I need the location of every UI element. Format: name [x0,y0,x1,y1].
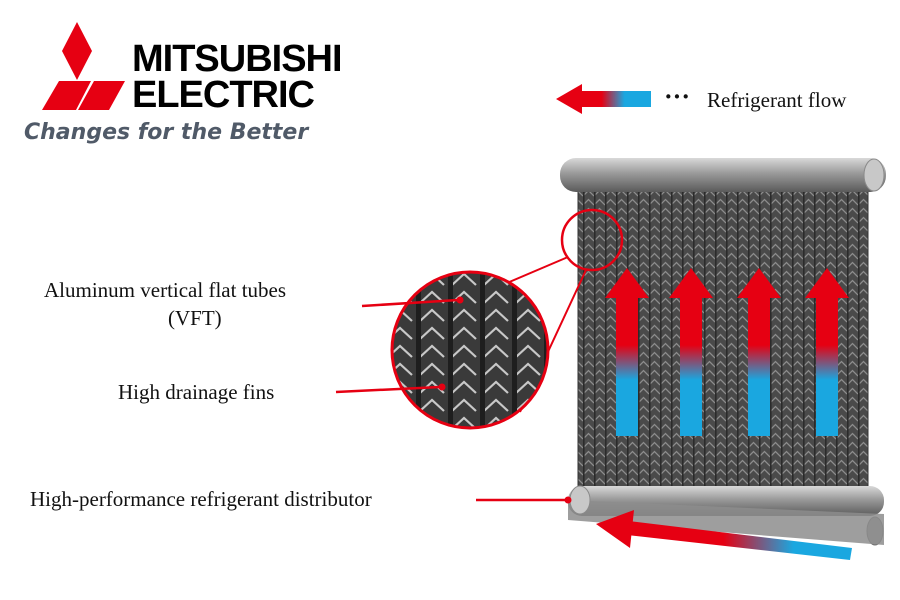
top-header-pipe [560,158,886,192]
legend-dots: ··· [664,82,691,111]
upward-flow-arrow-2 [669,268,713,436]
upward-flow-arrow-3 [737,268,781,436]
brand-name-line2: ELECTRIC [132,74,315,116]
three-diamonds-logo-icon [42,22,125,110]
brand-tagline: Changes for the Better [24,120,309,145]
legend-label: Refrigerant flow [707,88,847,112]
distributor-label: High-performance refrigerant distributor [30,487,372,511]
upward-flow-arrow-4 [805,268,849,436]
inflow-arrow [596,510,852,560]
brand-name-line1: MITSUBISHI [132,38,343,80]
zoomed-detail-circle [390,270,550,430]
tubes-label: Aluminum vertical flat tubes [44,278,287,302]
magnify-target-circle [560,208,624,272]
tubes-label-abbrev: (VFT) [168,306,222,330]
fins-callout-line [335,385,441,394]
upward-flow-arrow-1 [605,268,649,436]
legend-flow-arrow [556,84,651,114]
fins-label: High drainage fins [118,380,275,404]
tubes-callout-line [361,298,459,308]
